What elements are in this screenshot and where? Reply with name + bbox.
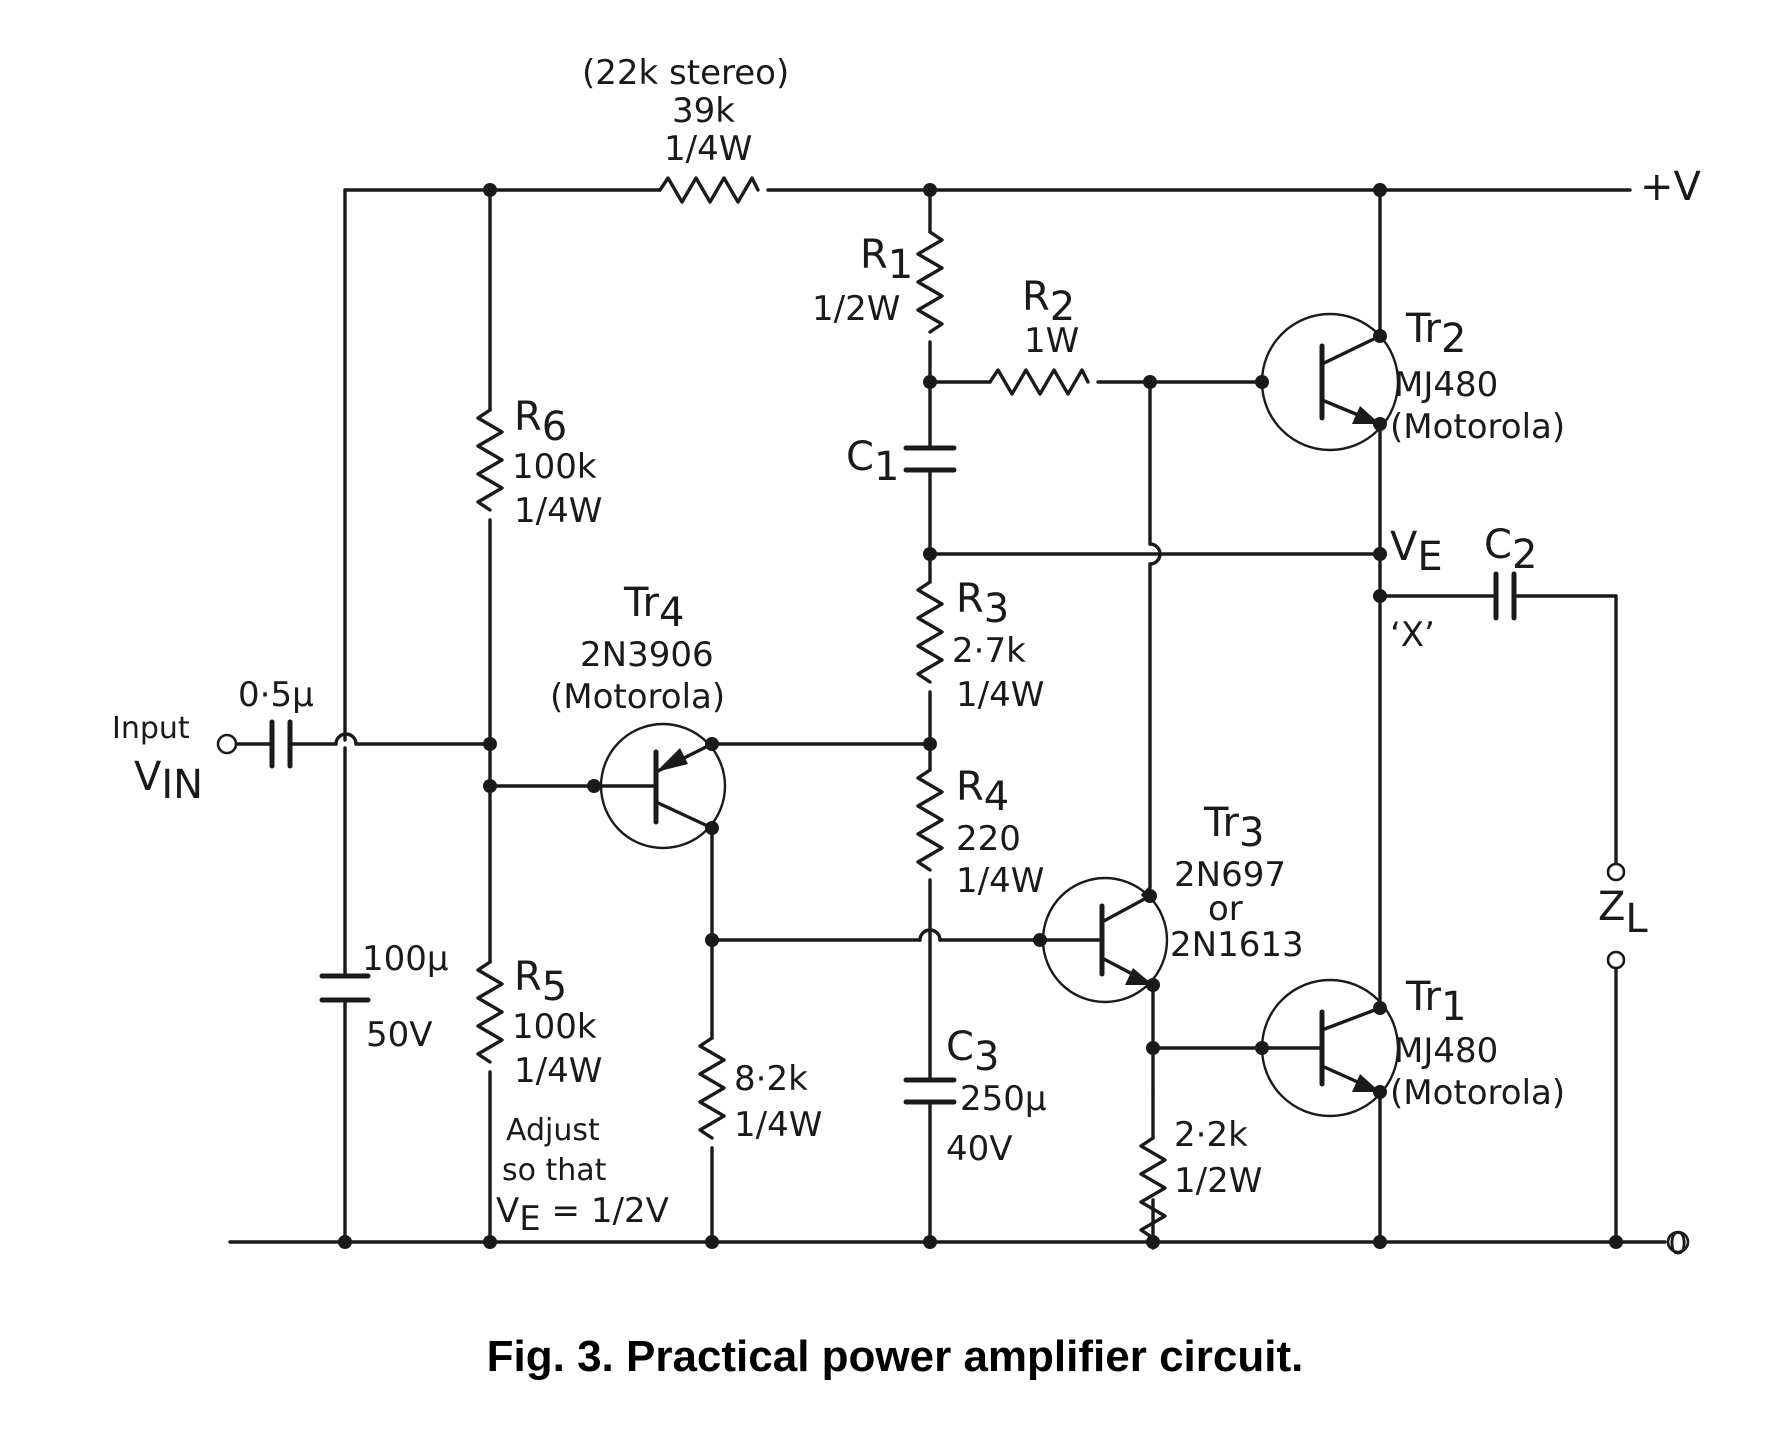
tr4-maker: (Motorola) <box>550 677 725 717</box>
load-terminal-bottom <box>1606 950 1626 970</box>
tr4-label: Tr4 <box>623 580 684 636</box>
input-label: Input <box>112 711 190 746</box>
positive-supply-label: +V <box>1640 164 1702 210</box>
output-stage <box>1378 571 1618 1244</box>
r1-power: 1/2W <box>812 289 900 329</box>
ve-label: VE <box>1390 524 1443 580</box>
positive-rail <box>343 176 1632 742</box>
tr3-label: Tr3 <box>1203 800 1264 856</box>
schematic: +V Input VIN 0·5µ (22k stereo) 39k 1/4W … <box>112 53 1702 1262</box>
r1-label: R1 <box>860 232 913 288</box>
decoupling-capacitor <box>319 746 371 1244</box>
bias-divider <box>476 188 504 1244</box>
tr1-maker: (Motorola) <box>1390 1073 1565 1113</box>
tr3-type2: 2N1613 <box>1170 925 1304 965</box>
central-chain <box>903 188 957 1244</box>
r2-label: R2 <box>1022 274 1075 330</box>
c2-label: C2 <box>1484 522 1537 578</box>
r3-label: R3 <box>956 576 1009 632</box>
feedback-resistor-power: 1/4W <box>664 129 752 169</box>
decoupling-capacitor-value: 100µ <box>362 939 449 979</box>
figure-caption: Fig. 3. Practical power amplifier circui… <box>486 1332 1304 1381</box>
adjust-note-line1: Adjust <box>506 1113 600 1148</box>
r2-power: 1W <box>1024 321 1079 361</box>
tr3-emitter-resistor-value: 2·2k <box>1174 1115 1248 1155</box>
tr4-type: 2N3906 <box>580 635 714 675</box>
input-capacitor-label: 0·5µ <box>238 675 314 715</box>
decoupling-capacitor-voltage: 50V <box>366 1015 433 1055</box>
tr3-type1: 2N697 <box>1174 855 1286 895</box>
adjust-note-line2: so that <box>502 1153 607 1188</box>
c1-label: C1 <box>846 434 899 490</box>
tr4-load-value: 8·2k <box>734 1059 808 1099</box>
tr2-label: Tr2 <box>1405 306 1466 362</box>
c3-label: C3 <box>946 1024 999 1080</box>
r6-value: 100k <box>512 447 597 487</box>
r5-value: 100k <box>512 1007 597 1047</box>
node-x-label: ‘X’ <box>1390 615 1435 655</box>
junctions <box>338 183 1623 1249</box>
r2-resistor <box>928 368 1264 396</box>
tr2-transistor <box>1260 188 1400 1010</box>
feedback-resistor-value: 39k <box>672 91 735 131</box>
tr2-type: MJ480 <box>1394 365 1498 405</box>
tr1-type: MJ480 <box>1394 1031 1498 1071</box>
r5-label: R5 <box>514 954 567 1010</box>
r3-value: 2·7k <box>952 631 1026 671</box>
vin-label: VIN <box>134 754 203 808</box>
driver-base-wire <box>710 928 1042 942</box>
r4-label: R4 <box>956 764 1009 820</box>
input-stage <box>234 719 492 769</box>
tr1-label: Tr1 <box>1405 974 1466 1030</box>
r3-power: 1/4W <box>956 675 1044 715</box>
c3-voltage: 40V <box>946 1129 1013 1169</box>
tr3-emitter-resistor <box>1139 1090 1167 1250</box>
r5-power: 1/4W <box>514 1051 602 1091</box>
feedback-resistor-note: (22k stereo) <box>582 53 789 93</box>
tr4-load-resistor <box>698 938 726 1244</box>
r6-power: 1/4W <box>514 491 602 531</box>
tr2-maker: (Motorola) <box>1390 407 1565 447</box>
r4-power: 1/4W <box>956 861 1044 901</box>
driver-collector-wire <box>1141 380 1162 897</box>
tr3-transistor <box>1038 876 1169 1094</box>
r4-value: 220 <box>956 819 1021 859</box>
tr1-transistor <box>1151 978 1400 1244</box>
tr4-load-power: 1/4W <box>734 1105 822 1145</box>
tr3-or: or <box>1208 889 1243 929</box>
c3-value: 250µ <box>960 1079 1047 1119</box>
adjust-note-line3: VE = 1/2V <box>496 1191 669 1239</box>
r6-label: R6 <box>514 394 567 450</box>
ground-terminal <box>1666 1230 1690 1254</box>
ground-label: 0 <box>1668 1227 1687 1262</box>
input-terminal <box>216 733 238 755</box>
load-terminal-top <box>1606 862 1626 882</box>
tr3-emitter-resistor-power: 1/2W <box>1174 1161 1262 1201</box>
load-label: ZL <box>1598 884 1648 942</box>
